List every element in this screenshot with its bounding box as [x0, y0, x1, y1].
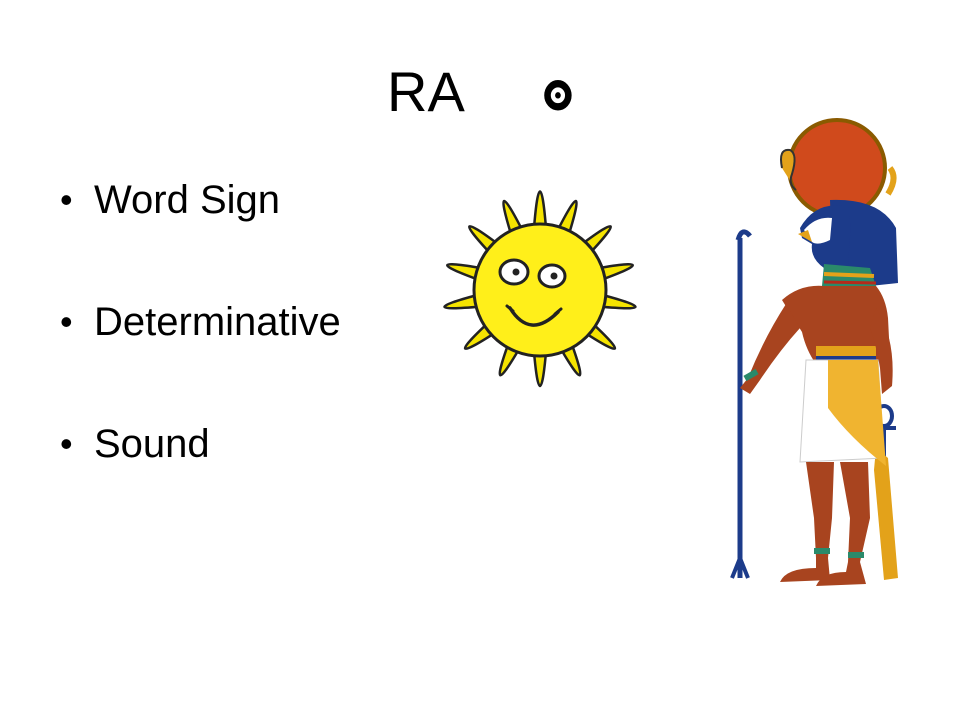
- bullet-text-word-sign: Word Sign: [94, 178, 281, 222]
- bullet-text-sound: Sound: [94, 422, 210, 466]
- smiling-sun-icon: [443, 190, 637, 388]
- bullet-marker: •: [60, 423, 73, 464]
- bullet-marker: •: [60, 179, 73, 220]
- ra-falcon-god-figure: [730, 118, 898, 586]
- bullet-text-determinative: Determinative: [94, 300, 341, 344]
- bullet-marker: •: [60, 301, 73, 342]
- bullet-item: • Determinative: [60, 298, 341, 420]
- title-text: RA: [387, 60, 465, 123]
- sun-hieroglyph-glyph: ʘ: [542, 63, 573, 121]
- bullet-list: • Word Sign • Determinative • Sound: [60, 176, 341, 542]
- bullet-item: • Word Sign: [60, 176, 341, 298]
- bullet-item: • Sound: [60, 420, 341, 542]
